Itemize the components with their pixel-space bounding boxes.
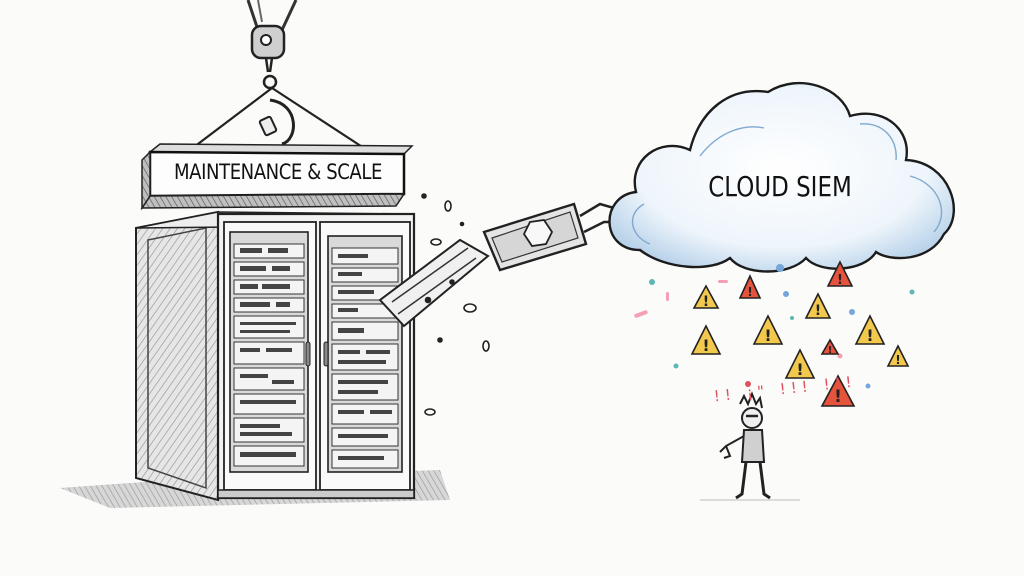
svg-text:!: ! [815, 303, 821, 319]
sign-label: MAINTENANCE & SCALE [174, 160, 382, 184]
cloud-shape [608, 81, 955, 273]
svg-text:!: ! [834, 387, 842, 407]
svg-text:!: ! [866, 326, 873, 345]
svg-text:!: ! [828, 345, 833, 356]
warning-icon: ! [690, 324, 722, 355]
alert-icon: ! [738, 274, 762, 299]
warning-icon: ! [752, 314, 784, 345]
warning-icon: ! [784, 348, 816, 379]
server-rack [60, 210, 450, 508]
alert-icon: ! [820, 374, 856, 407]
alert-triangles: ! ! ! ! ! ! ! ! ! ! ! [690, 260, 910, 407]
svg-text:!: ! [837, 273, 843, 288]
svg-text:!: ! [895, 353, 900, 367]
svg-text:!: ! [796, 360, 803, 379]
sling-ropes [189, 87, 371, 153]
confetti [634, 264, 915, 389]
warning-icon: ! [692, 284, 720, 310]
alert-icon: ! [826, 260, 854, 288]
svg-text:!: ! [764, 326, 771, 345]
maintenance-sign [140, 143, 414, 211]
debris [421, 193, 490, 416]
cloud-siem-label: CLOUD SIEM [708, 169, 852, 203]
svg-text:!: ! [747, 285, 752, 299]
alert-icon: ! [820, 338, 840, 356]
stressed-analyst [700, 391, 800, 501]
warning-icon: ! [886, 344, 910, 367]
warning-icon: ! [854, 314, 886, 345]
warning-icon: ! [804, 292, 832, 319]
robotic-arm [378, 202, 633, 328]
svg-text:!: ! [703, 294, 709, 310]
svg-text:!: ! [702, 336, 709, 355]
crane-hook-icon [246, 0, 298, 146]
